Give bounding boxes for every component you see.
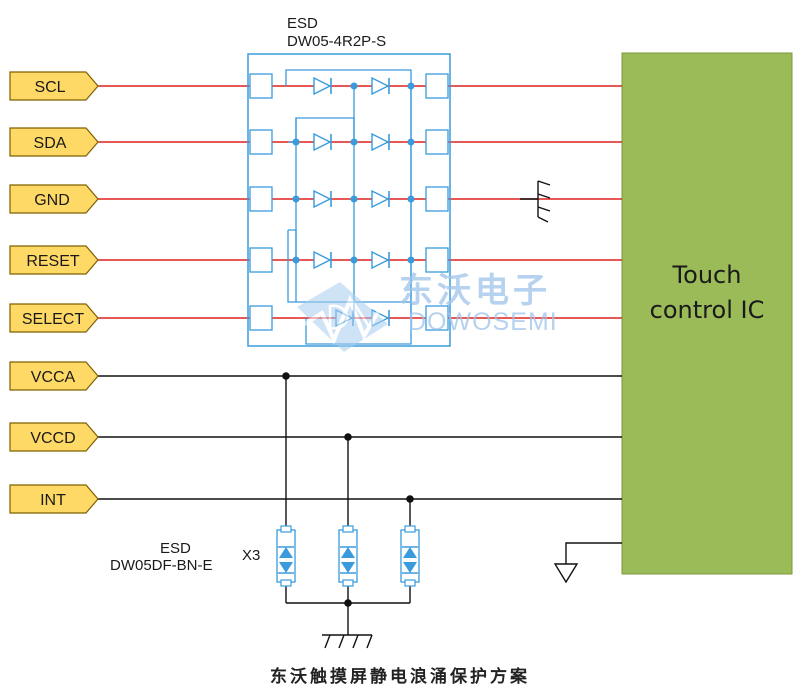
tag-gnd: GND: [9, 184, 99, 214]
esd-array-package: [247, 53, 451, 347]
esd-bottom-wiring: [285, 376, 411, 649]
dowosemi-logo: [297, 282, 388, 352]
esd-tvs-device-3: [400, 525, 420, 587]
tag-scl-label: SCL: [34, 79, 65, 96]
watermark-en: DOWOSEMI: [408, 308, 558, 336]
tag-select: SELECT: [9, 303, 99, 333]
tag-reset-label: RESET: [26, 253, 80, 270]
tag-select-label: SELECT: [22, 311, 84, 328]
signal-tags: SCL SDA GND RESET SELECT VCCA VCCD INT: [9, 71, 99, 514]
esd-bottom-label1: ESD: [160, 540, 191, 557]
esd-bottom-label2: DW05DF-BN-E: [110, 557, 213, 574]
tag-vcca: VCCA: [9, 361, 99, 391]
watermark-cn: 东沃电子: [399, 271, 551, 311]
ic-label-line2: control IC: [650, 296, 765, 324]
tag-scl: SCL: [9, 71, 99, 101]
esd-tvs-device-1: [276, 525, 296, 587]
tag-reset: RESET: [9, 245, 99, 275]
tag-vccd-label: VCCD: [30, 430, 75, 447]
touch-control-ic: Touch control IC: [621, 52, 793, 575]
tag-gnd-label: GND: [34, 192, 70, 209]
ground-symbol-right: [520, 180, 551, 223]
tag-vcca-label: VCCA: [31, 369, 76, 386]
esd-bottom-junctions: [282, 372, 414, 607]
ground-symbol-ic: [553, 542, 622, 584]
tag-int-label: INT: [40, 492, 66, 509]
tag-sda-label: SDA: [34, 135, 67, 152]
diagram-caption: 东沃触摸屏静电浪涌保护方案: [270, 666, 530, 687]
tag-int: INT: [9, 484, 99, 514]
esd-top-label1: ESD: [287, 15, 318, 32]
esd-bottom-count: X3: [242, 547, 260, 564]
junction-dots: [292, 82, 415, 264]
tag-sda: SDA: [9, 127, 99, 157]
tag-vccd: VCCD: [9, 422, 99, 452]
esd-tvs-device-2: [338, 525, 358, 587]
ic-label-line1: Touch: [672, 261, 742, 289]
esd-top-label2: DW05-4R2P-S: [287, 33, 386, 50]
